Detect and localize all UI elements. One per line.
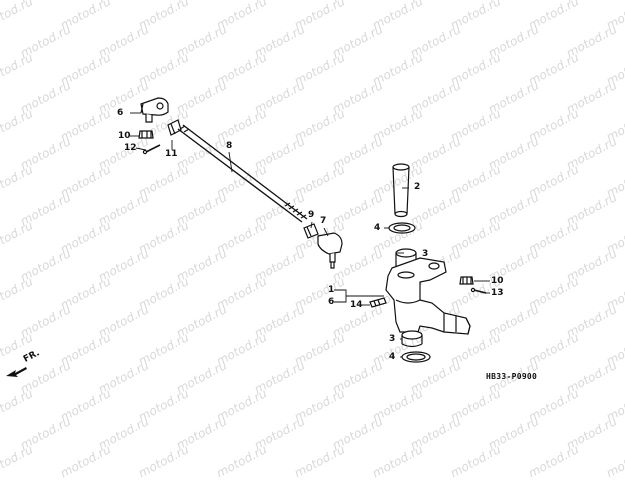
callout-4-lower: 4 <box>389 352 396 362</box>
callout-10-left: 10 <box>118 131 131 141</box>
callout-9: 9 <box>308 210 315 220</box>
callout-3-upper: 3 <box>422 249 429 259</box>
cotter-pin-right <box>470 287 487 294</box>
steering-shaft-tube <box>392 163 410 218</box>
callout-11: 11 <box>165 149 178 159</box>
callout-4-upper: 4 <box>374 223 381 233</box>
callout-6-left: 6 <box>117 108 124 118</box>
seal-ring-upper <box>388 222 416 234</box>
diagram-code: HB33-P0900 <box>486 372 538 381</box>
callout-3-lower: 3 <box>389 334 396 344</box>
lock-nut-11 <box>167 119 182 136</box>
callout-10-right: 10 <box>491 276 504 286</box>
callout-7: 7 <box>320 216 327 226</box>
front-arrow-icon <box>6 367 27 377</box>
castle-nut-right <box>459 276 474 285</box>
cotter-pin-left <box>142 144 161 155</box>
castle-nut-left <box>138 130 154 139</box>
callout-6-right: 6 <box>328 297 335 307</box>
callout-8: 8 <box>226 141 233 151</box>
tie-rod-end-right <box>317 232 343 269</box>
steering-knuckle <box>385 257 471 335</box>
callout-14: 14 <box>350 300 363 310</box>
tie-rod-end-left <box>140 97 169 123</box>
tie-rod <box>177 124 308 223</box>
bushing-lower <box>401 330 423 348</box>
lock-nut-9 <box>303 223 319 239</box>
callout-13: 13 <box>491 288 504 298</box>
callout-12: 12 <box>124 143 137 153</box>
seal-ring-lower <box>401 351 431 363</box>
bolt-14 <box>369 297 387 308</box>
callout-1: 1 <box>328 285 335 295</box>
leader-lines <box>130 112 490 358</box>
diagram-drawing <box>130 97 490 363</box>
callout-2: 2 <box>414 182 421 192</box>
